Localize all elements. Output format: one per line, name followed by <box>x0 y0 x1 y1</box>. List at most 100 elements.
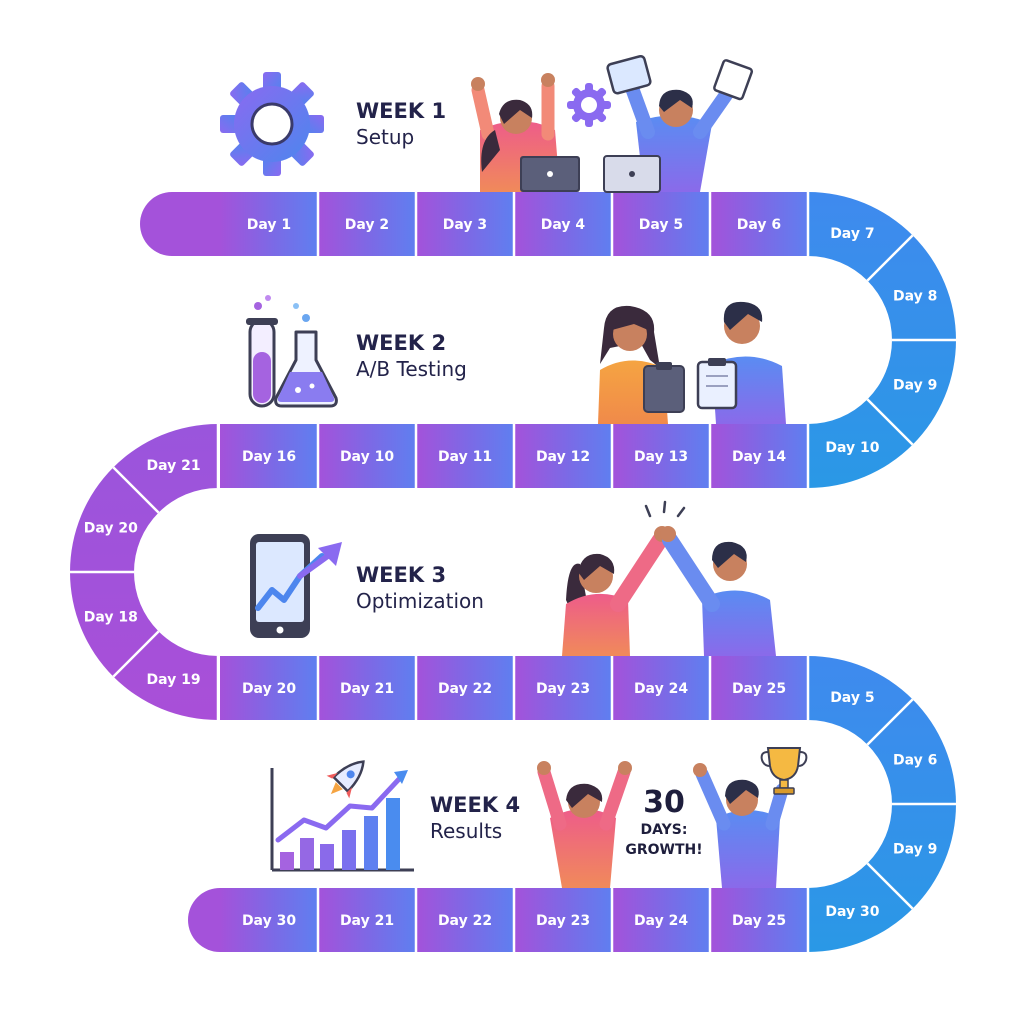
curve-day-label: Day 8 <box>893 289 937 305</box>
curve-day-label: Day 30 <box>825 904 879 920</box>
day-cell <box>416 192 514 256</box>
day-cell <box>318 192 416 256</box>
curve-divider <box>866 234 914 282</box>
day-label: Day 2 <box>345 217 389 233</box>
day-cell <box>514 888 612 952</box>
day-cell <box>710 424 808 488</box>
day-cell <box>220 192 318 256</box>
curve-day-label: Day 19 <box>147 672 201 688</box>
day-label: Day 1 <box>247 217 291 233</box>
bar-chart-growth-icon <box>270 768 414 872</box>
day-label: Day 23 <box>536 913 590 929</box>
curve-a <box>808 192 956 488</box>
sparkle-icon <box>644 500 686 518</box>
curve-day-labels: Day 7 Day 8 Day 9 Day 10 Day 21 Day 20 Day 18 D… <box>70 192 956 952</box>
day-label: Day 22 <box>438 681 492 697</box>
day-label: Day 16 <box>242 449 296 465</box>
day-label: Day 4 <box>541 217 586 233</box>
small-gear-icon <box>567 83 611 127</box>
curve-day-label: Day 21 <box>147 458 201 474</box>
day-cell <box>612 424 710 488</box>
curve-divider <box>866 398 914 446</box>
week4-subtitle: Results <box>430 819 502 843</box>
day-label: Day 30 <box>242 913 296 929</box>
woman-clipboard-illustration <box>598 305 685 424</box>
day-label: Day 14 <box>732 449 786 465</box>
curve-day-label: Day 5 <box>830 690 874 706</box>
curve-b <box>70 424 218 720</box>
trophy-icon <box>760 747 808 795</box>
week4-title: WEEK 4 <box>430 793 520 817</box>
day-cell <box>220 656 318 720</box>
week3-subtitle: Optimization <box>356 589 484 613</box>
test-tube-icon <box>246 295 278 408</box>
day-label: Day 13 <box>634 449 688 465</box>
gear-icon <box>220 72 324 176</box>
day-cell <box>612 656 710 720</box>
day-label: Day 6 <box>737 217 781 233</box>
growth-badge-line3: GROWTH! <box>625 842 702 858</box>
day-cell <box>220 424 318 488</box>
day-cell <box>416 424 514 488</box>
day-label: Day 11 <box>438 449 492 465</box>
day-cell <box>612 888 710 952</box>
day-cell <box>318 656 416 720</box>
day-cell <box>514 656 612 720</box>
curve-day-label: Day 20 <box>84 521 138 537</box>
man-trophy-illustration <box>693 763 789 888</box>
day-cell <box>514 424 612 488</box>
day-label: Day 21 <box>340 681 394 697</box>
curve-divider <box>866 862 914 910</box>
day-label: Day 12 <box>536 449 590 465</box>
week3-title: WEEK 3 <box>356 563 446 587</box>
woman-celebrating-illustration <box>537 761 632 888</box>
growth-badge-line2: DAYS: <box>641 822 688 838</box>
day-cell <box>416 888 514 952</box>
phone-growth-icon <box>250 534 342 638</box>
day-cell <box>710 888 808 952</box>
curve-day-label: Day 6 <box>893 753 937 769</box>
day-cell <box>612 192 710 256</box>
man-high-five-illustration <box>660 526 776 656</box>
growth-badge-number: 30 <box>643 785 685 820</box>
day-label: Day 5 <box>639 217 683 233</box>
curve-divider <box>112 630 160 678</box>
week2-title: WEEK 2 <box>356 331 446 355</box>
rocket-icon <box>326 760 365 799</box>
flask-icon <box>274 303 338 408</box>
timeline-track <box>70 192 956 952</box>
curve-day-label: Day 10 <box>825 440 879 456</box>
curve-day-label: Day 7 <box>830 226 874 242</box>
week2-subtitle: A/B Testing <box>356 357 467 381</box>
day-label: Day 25 <box>732 913 786 929</box>
day-cell <box>416 656 514 720</box>
man-cheering-illustration <box>603 54 754 193</box>
day-label: Day 21 <box>340 913 394 929</box>
day-label: Day 22 <box>438 913 492 929</box>
day-cell <box>710 656 808 720</box>
row1-cap <box>140 192 220 256</box>
day-cell <box>318 424 416 488</box>
day-label: Day 3 <box>443 217 487 233</box>
day-cell <box>220 888 318 952</box>
day-label: Day 23 <box>536 681 590 697</box>
curve-day-label: Day 18 <box>84 609 138 625</box>
week1-subtitle: Setup <box>356 125 414 149</box>
curve-day-label: Day 9 <box>893 377 937 393</box>
curve-c <box>808 656 956 952</box>
day-label: Day 20 <box>242 681 296 697</box>
day-label: Day 10 <box>340 449 394 465</box>
day-cell <box>318 888 416 952</box>
woman-high-five-illustration <box>562 526 670 656</box>
curve-divider <box>866 698 914 746</box>
day-cell <box>514 192 612 256</box>
day-label: Day 25 <box>732 681 786 697</box>
woman-cheering-illustration <box>471 73 580 192</box>
curve-day-label: Day 9 <box>893 841 937 857</box>
day-label: Day 24 <box>634 913 688 929</box>
day-cell <box>710 192 808 256</box>
man-clipboard-illustration <box>696 301 786 424</box>
day-label: Day 24 <box>634 681 688 697</box>
week1-title: WEEK 1 <box>356 99 446 123</box>
